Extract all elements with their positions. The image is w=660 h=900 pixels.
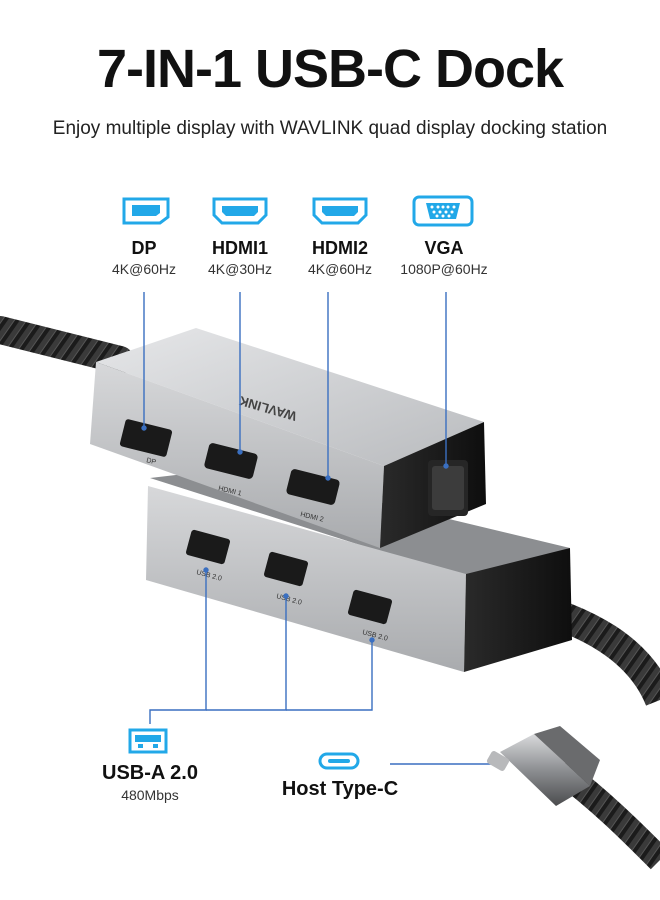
port-label-hdmi1: HDMI1 4K@30Hz (200, 238, 280, 277)
port-name: Host Type-C (281, 778, 399, 800)
port-name: HDMI1 (211, 238, 268, 258)
page-subtitle: Enjoy multiple display with WAVLINK quad… (52, 118, 608, 139)
port-name: USB-A 2.0 (102, 762, 198, 784)
port-spec: 4K@60Hz (111, 261, 177, 277)
port-label-hdmi2: HDMI2 4K@60Hz (300, 238, 380, 277)
port-name: VGA (424, 238, 464, 258)
displayport-icon (122, 197, 170, 225)
port-name: HDMI2 (311, 238, 368, 258)
connector-lines-bottom (149, 567, 500, 765)
host-type-c-plug (486, 726, 600, 806)
port-name: DP (131, 238, 157, 258)
port-icon-hdmi1 (210, 196, 270, 231)
upper-hub: WAVLINK DP HDMI 1 HDMI 2 (90, 328, 486, 548)
port-spec: 4K@60Hz (307, 261, 373, 277)
port-icon-type-c (316, 752, 362, 775)
port-icon-usb-a (126, 728, 170, 759)
vga-icon (412, 195, 474, 227)
port-spec: 1080P@60Hz (400, 261, 488, 277)
port-spec: 480Mbps (121, 787, 179, 803)
connector-lines-top (141, 292, 449, 481)
port-label-vga: VGA 1080P@60Hz (396, 238, 492, 277)
usb-c-icon (318, 752, 360, 770)
port-icon-vga (410, 194, 476, 233)
page-title: 7-IN-1 USB-C Dock (96, 39, 564, 99)
usb-a-icon (128, 728, 168, 754)
port-label-dp: DP 4K@60Hz (104, 238, 184, 277)
port-spec: 4K@30Hz (207, 261, 273, 277)
hdmi-icon (212, 197, 268, 225)
lower-hub: USB 2.0 USB 2.0 USB 2.0 (146, 468, 572, 672)
port-label-usb-a: USB-A 2.0 480Mbps (98, 762, 202, 803)
braided-cable-left (0, 316, 134, 374)
port-icon-hdmi2 (310, 196, 370, 231)
dp-port-label: DP (146, 457, 157, 466)
port-label-host: Host Type-C (278, 778, 402, 801)
hdmi-icon (312, 197, 368, 225)
port-icon-dp (118, 196, 174, 231)
